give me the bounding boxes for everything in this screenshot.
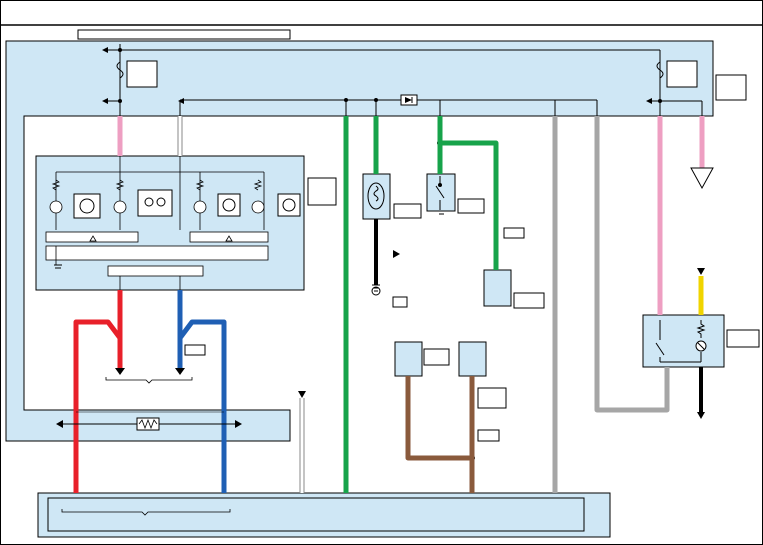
label-box: [393, 203, 422, 219]
connector-arrow-icon: [690, 167, 714, 190]
inner-module-internals: [45, 156, 269, 290]
ground-icon: [437, 210, 446, 215]
wires: [73, 116, 705, 493]
label-boxes: [126, 60, 760, 442]
ground-icon: [371, 284, 381, 296]
indicator-icons: [73, 189, 301, 219]
label-box: [513, 292, 545, 309]
switch-icon: [435, 176, 445, 210]
wire-red: [73, 290, 123, 493]
connector-component: [458, 341, 487, 377]
main-module: [5, 40, 714, 442]
wire-brown: [405, 376, 475, 493]
wire-green: [437, 116, 499, 270]
wire-gray: [594, 116, 670, 413]
resistor-icon: [51, 179, 263, 191]
title-box: [77, 29, 291, 40]
switch-component: [426, 173, 456, 212]
switch-icon: [655, 320, 701, 363]
lamp-icon: [695, 320, 707, 362]
connector-component: [394, 341, 423, 377]
label-box: [726, 329, 760, 348]
right-module: [642, 314, 725, 368]
wire-blue: [177, 290, 227, 493]
label-box: [307, 177, 337, 206]
harness-bracket: [105, 377, 193, 384]
fuse-icon: [656, 61, 664, 79]
label-box: [457, 198, 485, 214]
bottom-bracket: [61, 509, 231, 516]
connector-arrow-icon: [56, 47, 705, 428]
sensor-coil-icon: [367, 182, 385, 210]
bottom-module-inner: [47, 497, 585, 532]
connector-component: [483, 269, 512, 307]
label-box: [392, 296, 408, 308]
lamp-icon: [49, 200, 265, 214]
label-box: [423, 348, 450, 366]
label-box: [715, 74, 747, 101]
label-box: [503, 227, 525, 239]
label-box: [126, 60, 158, 88]
label-box: [477, 387, 507, 409]
fuse-icon: [116, 61, 124, 79]
diode-icon: [400, 94, 418, 106]
ground-icon: [54, 264, 62, 269]
label-box: [666, 60, 698, 88]
label-box: [184, 344, 206, 356]
label-box: [477, 429, 500, 442]
resistor-icon: [136, 417, 160, 431]
